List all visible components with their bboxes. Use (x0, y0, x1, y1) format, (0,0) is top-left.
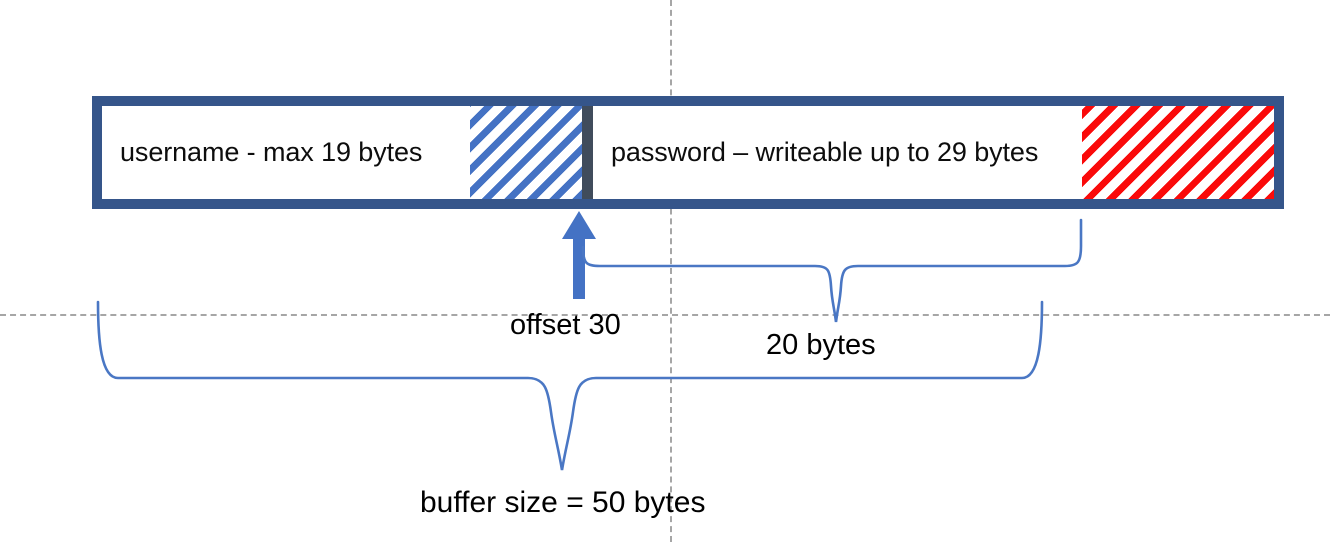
segment-username-padding-hatch (470, 106, 582, 199)
offset-arrow-icon (562, 211, 596, 299)
brace-buffer-size (96, 300, 1044, 471)
buffer-bar-inner: username - max 19 bytes password – write… (102, 106, 1274, 199)
segment-password: password – writeable up to 29 bytes (593, 106, 1082, 199)
vertical-guide-line (670, 0, 672, 542)
label-offset-30: offset 30 (510, 309, 621, 341)
horizontal-guide-line (0, 314, 1330, 316)
segment-username: username - max 19 bytes (102, 106, 470, 199)
buffer-bar: username - max 19 bytes password – write… (92, 96, 1284, 209)
label-buffer-size: buffer size = 50 bytes (420, 486, 706, 519)
brace-20-bytes (581, 218, 1083, 323)
segment-overflow-hatch (1082, 106, 1274, 199)
label-20-bytes: 20 bytes (766, 329, 876, 361)
segment-divider (582, 106, 593, 199)
